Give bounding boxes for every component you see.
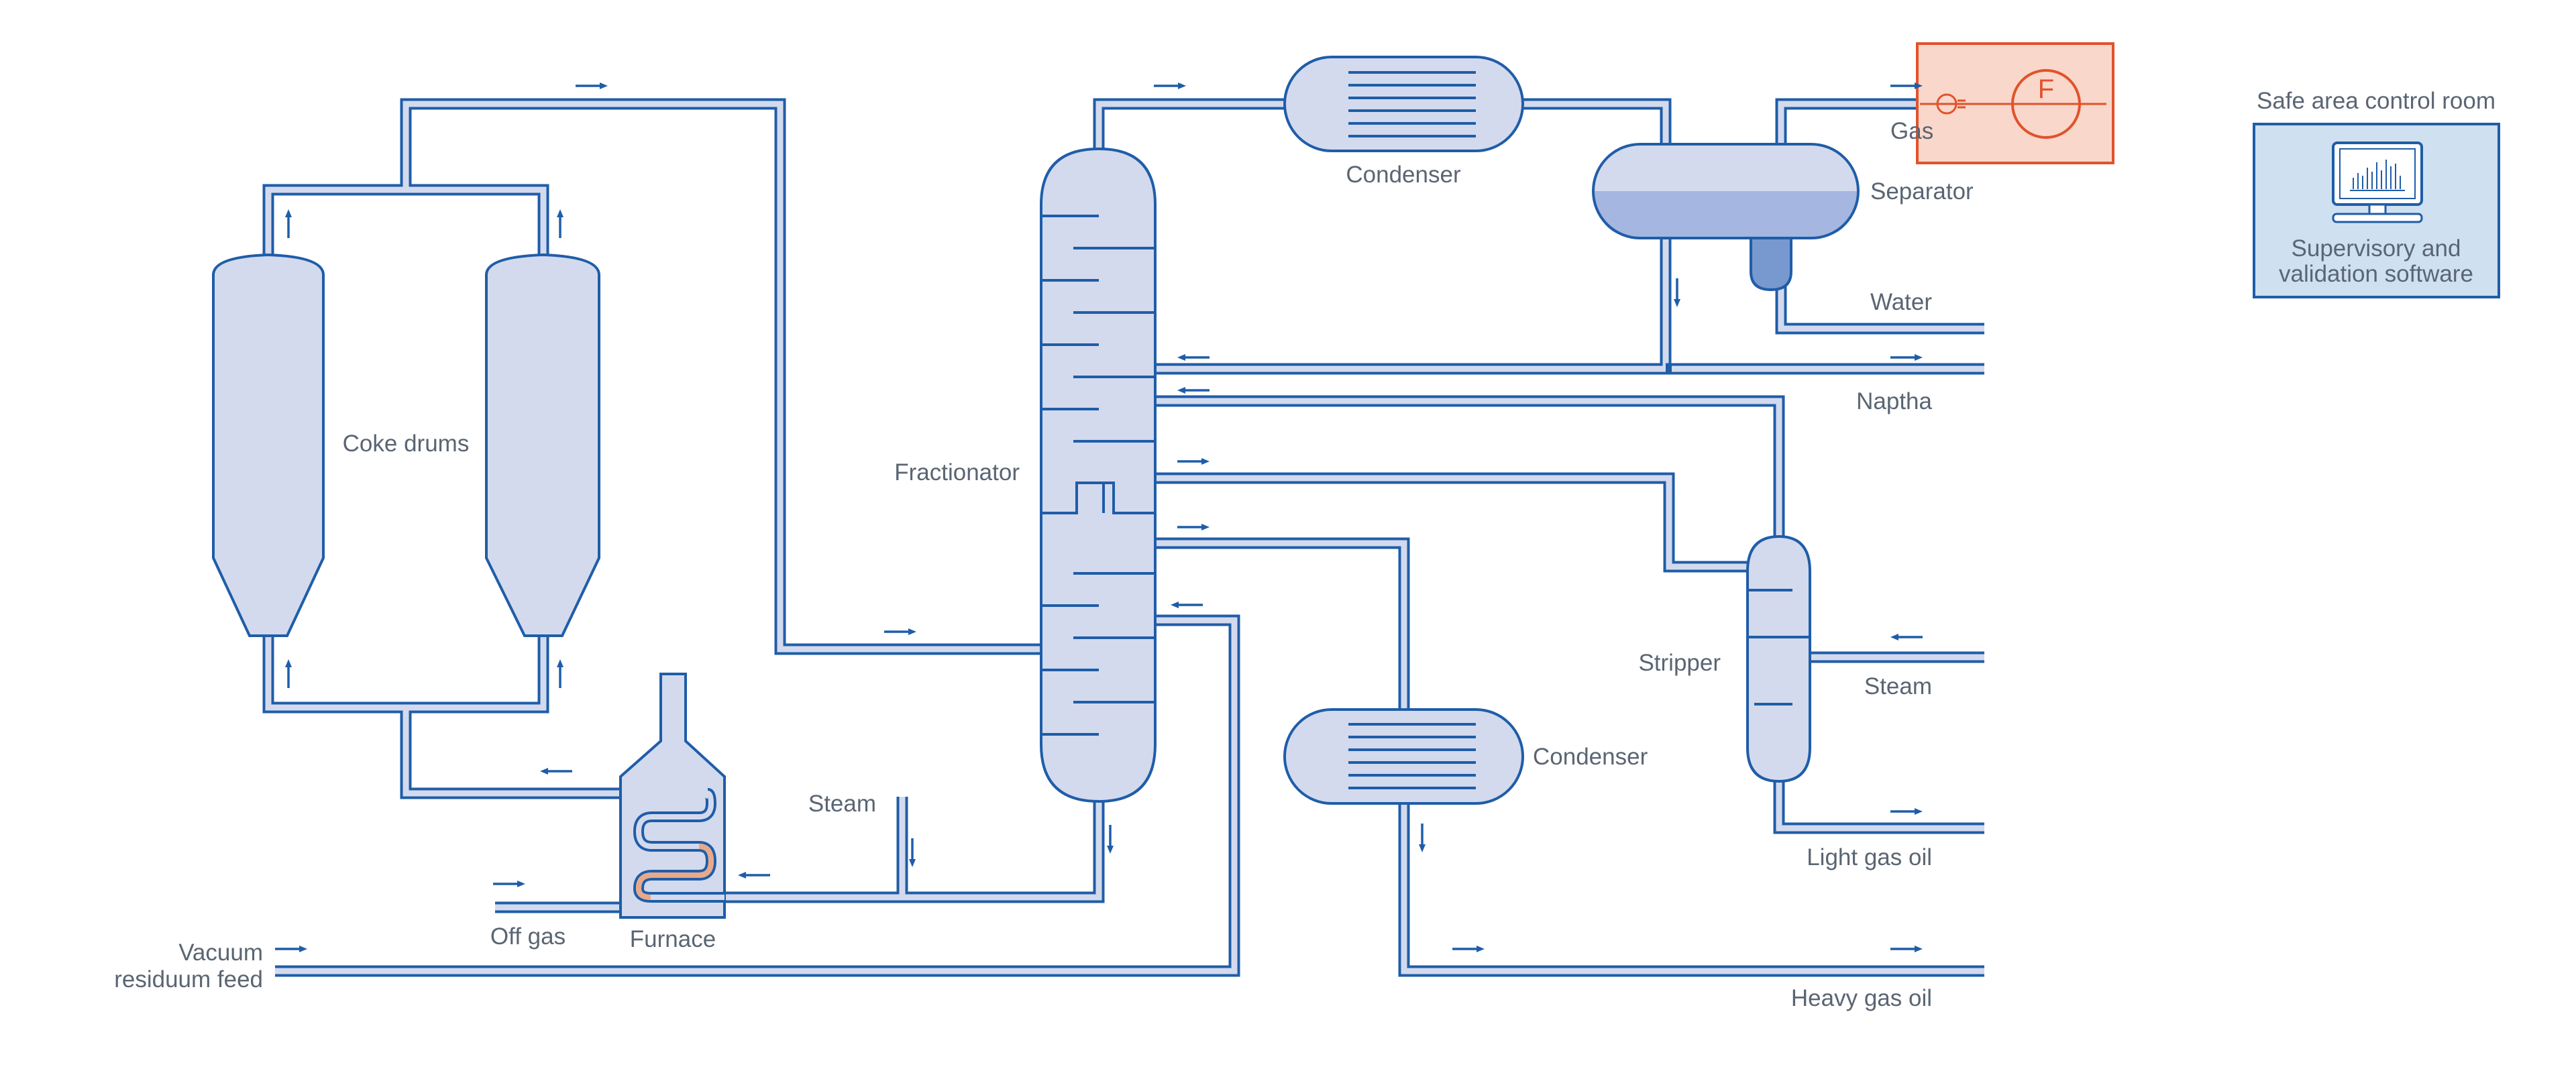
arrow-icon [1890, 946, 1923, 952]
stripper-feed-pipe [1154, 472, 1748, 573]
arrow-icon [1890, 354, 1923, 361]
water-pipe [1775, 285, 1984, 335]
pipes [262, 98, 1984, 977]
gas-outlet-pipe [1775, 98, 1919, 148]
naptha-label: Naptha [1856, 388, 1932, 414]
condenser-bottom-label: Condenser [1533, 744, 1648, 770]
fractionator-trays [1041, 215, 1155, 736]
fractionator [1040, 147, 1157, 803]
arrow-icon [1154, 82, 1186, 89]
gas-label: Gas [1890, 118, 1933, 144]
water-label: Water [1870, 289, 1932, 315]
heavy-gas-oil-pipe [1398, 801, 1984, 977]
fractionator-bottoms-pipe [724, 797, 1105, 903]
arrow-icon [1890, 634, 1923, 640]
arrow-icon [1452, 946, 1485, 952]
separator [1592, 143, 1860, 292]
steam-furnace-label: Steam [808, 791, 876, 817]
coke-drum-right [485, 253, 600, 637]
heavy-oil-draw-pipe [1154, 537, 1410, 711]
arrow-icon [884, 628, 916, 635]
arrow-icon [275, 946, 307, 952]
vacuum-feed-label-line1: Vacuum [178, 940, 263, 966]
coke-drum-bottom-pipe [262, 634, 708, 799]
flowmeter-icon: F [1916, 42, 2114, 164]
arrow-icon [576, 82, 608, 89]
control-room-title: Safe area control room [2257, 88, 2496, 114]
arrow-icon [285, 209, 292, 238]
arrow-icon [738, 872, 770, 879]
flow-arrows [275, 82, 1923, 952]
arrow-icon [909, 838, 916, 867]
flowmeter-symbol: F [2038, 74, 2054, 104]
arrow-icon [1674, 278, 1680, 307]
arrow-icon [1419, 824, 1426, 852]
stripper-vapor-return-pipe [1154, 395, 1785, 536]
control-room [2253, 123, 2500, 298]
arrow-icon [1107, 825, 1114, 854]
light-gas-oil-pipe [1773, 778, 1984, 834]
coke-drum-overhead-pipe [262, 98, 1043, 655]
arrow-icon [1890, 82, 1923, 89]
condenser-top-label: Condenser [1346, 162, 1461, 188]
condenser-top [1283, 56, 1524, 152]
arrow-icon [557, 209, 564, 238]
software-label-line1: Supervisory and [2292, 235, 2461, 262]
steam-stripper-label: Steam [1864, 673, 1932, 699]
furnace [619, 673, 726, 919]
labels: Coke drums Fractionator Condenser Conden… [114, 88, 2496, 1011]
overhead-vapor-pipe [1093, 98, 1672, 154]
stripper [1746, 534, 1811, 783]
arrow-icon [1177, 458, 1210, 465]
condenser-bottom [1283, 708, 1524, 805]
heavy-gas-oil-label: Heavy gas oil [1791, 985, 1932, 1011]
fractionator-label: Fractionator [894, 459, 1020, 486]
separator-label: Separator [1870, 178, 1974, 205]
arrow-icon [1177, 354, 1210, 361]
coke-drum-left [212, 253, 325, 637]
arrow-icon [1171, 602, 1203, 608]
arrow-icon [1177, 387, 1210, 394]
software-label-line2: validation software [2279, 261, 2473, 287]
arrow-icon [493, 881, 525, 887]
light-gas-oil-label: Light gas oil [1807, 844, 1932, 870]
vacuum-feed-label-line2: residuum feed [114, 966, 263, 993]
off-gas-label: Off gas [490, 923, 566, 950]
arrow-icon [540, 768, 572, 775]
furnace-label: Furnace [630, 926, 716, 952]
arrow-icon [557, 659, 564, 688]
stripper-label: Stripper [1638, 650, 1721, 676]
arrow-icon [1177, 524, 1210, 530]
arrow-icon [285, 659, 292, 688]
reflux-pipe [1154, 235, 1672, 375]
monitor-icon [2332, 142, 2423, 223]
vacuum-feed-pipe [275, 614, 1240, 977]
coke-drums-label: Coke drums [343, 431, 470, 457]
arrow-icon [1890, 808, 1923, 815]
